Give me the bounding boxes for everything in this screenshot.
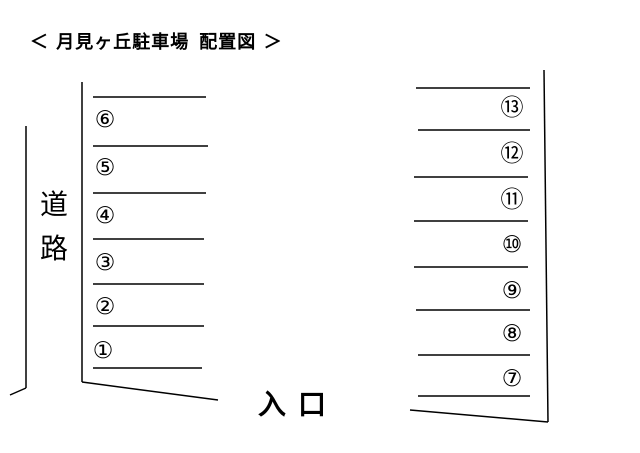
parking-slot-4: ④: [94, 203, 116, 229]
right-lot-boundary: [543, 69, 549, 423]
parking-lot-name: 月見ヶ丘駐車場: [56, 32, 190, 53]
road-label: 道 路: [36, 183, 72, 271]
road-label-char-1: 道: [39, 188, 68, 221]
parking-slot-12: ⑫: [500, 141, 524, 167]
title-open-bracket: ＜: [30, 32, 49, 53]
left-slot-dividers: [93, 96, 208, 369]
parking-slot-13: ⑬: [500, 95, 524, 121]
parking-slot-10: ⑩: [501, 232, 523, 258]
road-label-char-2: 路: [39, 232, 68, 265]
right-lot-bottom-edge: [409, 409, 549, 423]
title-close-bracket: ＞: [263, 32, 283, 53]
entrance-label: 入口: [258, 388, 339, 421]
parking-slot-7: ⑦: [501, 366, 523, 392]
map-title: ＜ 月見ヶ丘駐車場配置図 ＞: [30, 28, 283, 54]
right-slot-dividers: [414, 87, 530, 397]
parking-slot-2: ②: [94, 294, 116, 320]
parking-slot-3: ③: [94, 250, 116, 276]
left-lot-bottom-edge: [81, 381, 219, 401]
map-subtitle: 配置図: [199, 32, 257, 53]
parking-slot-5: ⑤: [94, 155, 116, 181]
parking-slot-1: ①: [92, 338, 114, 364]
parking-slot-9: ⑨: [501, 278, 523, 304]
parking-slot-8: ⑧: [501, 321, 523, 347]
parking-slot-11: ⑪: [500, 187, 524, 213]
road-edge-corner: [9, 387, 27, 396]
parking-slot-6: ⑥: [94, 107, 116, 133]
